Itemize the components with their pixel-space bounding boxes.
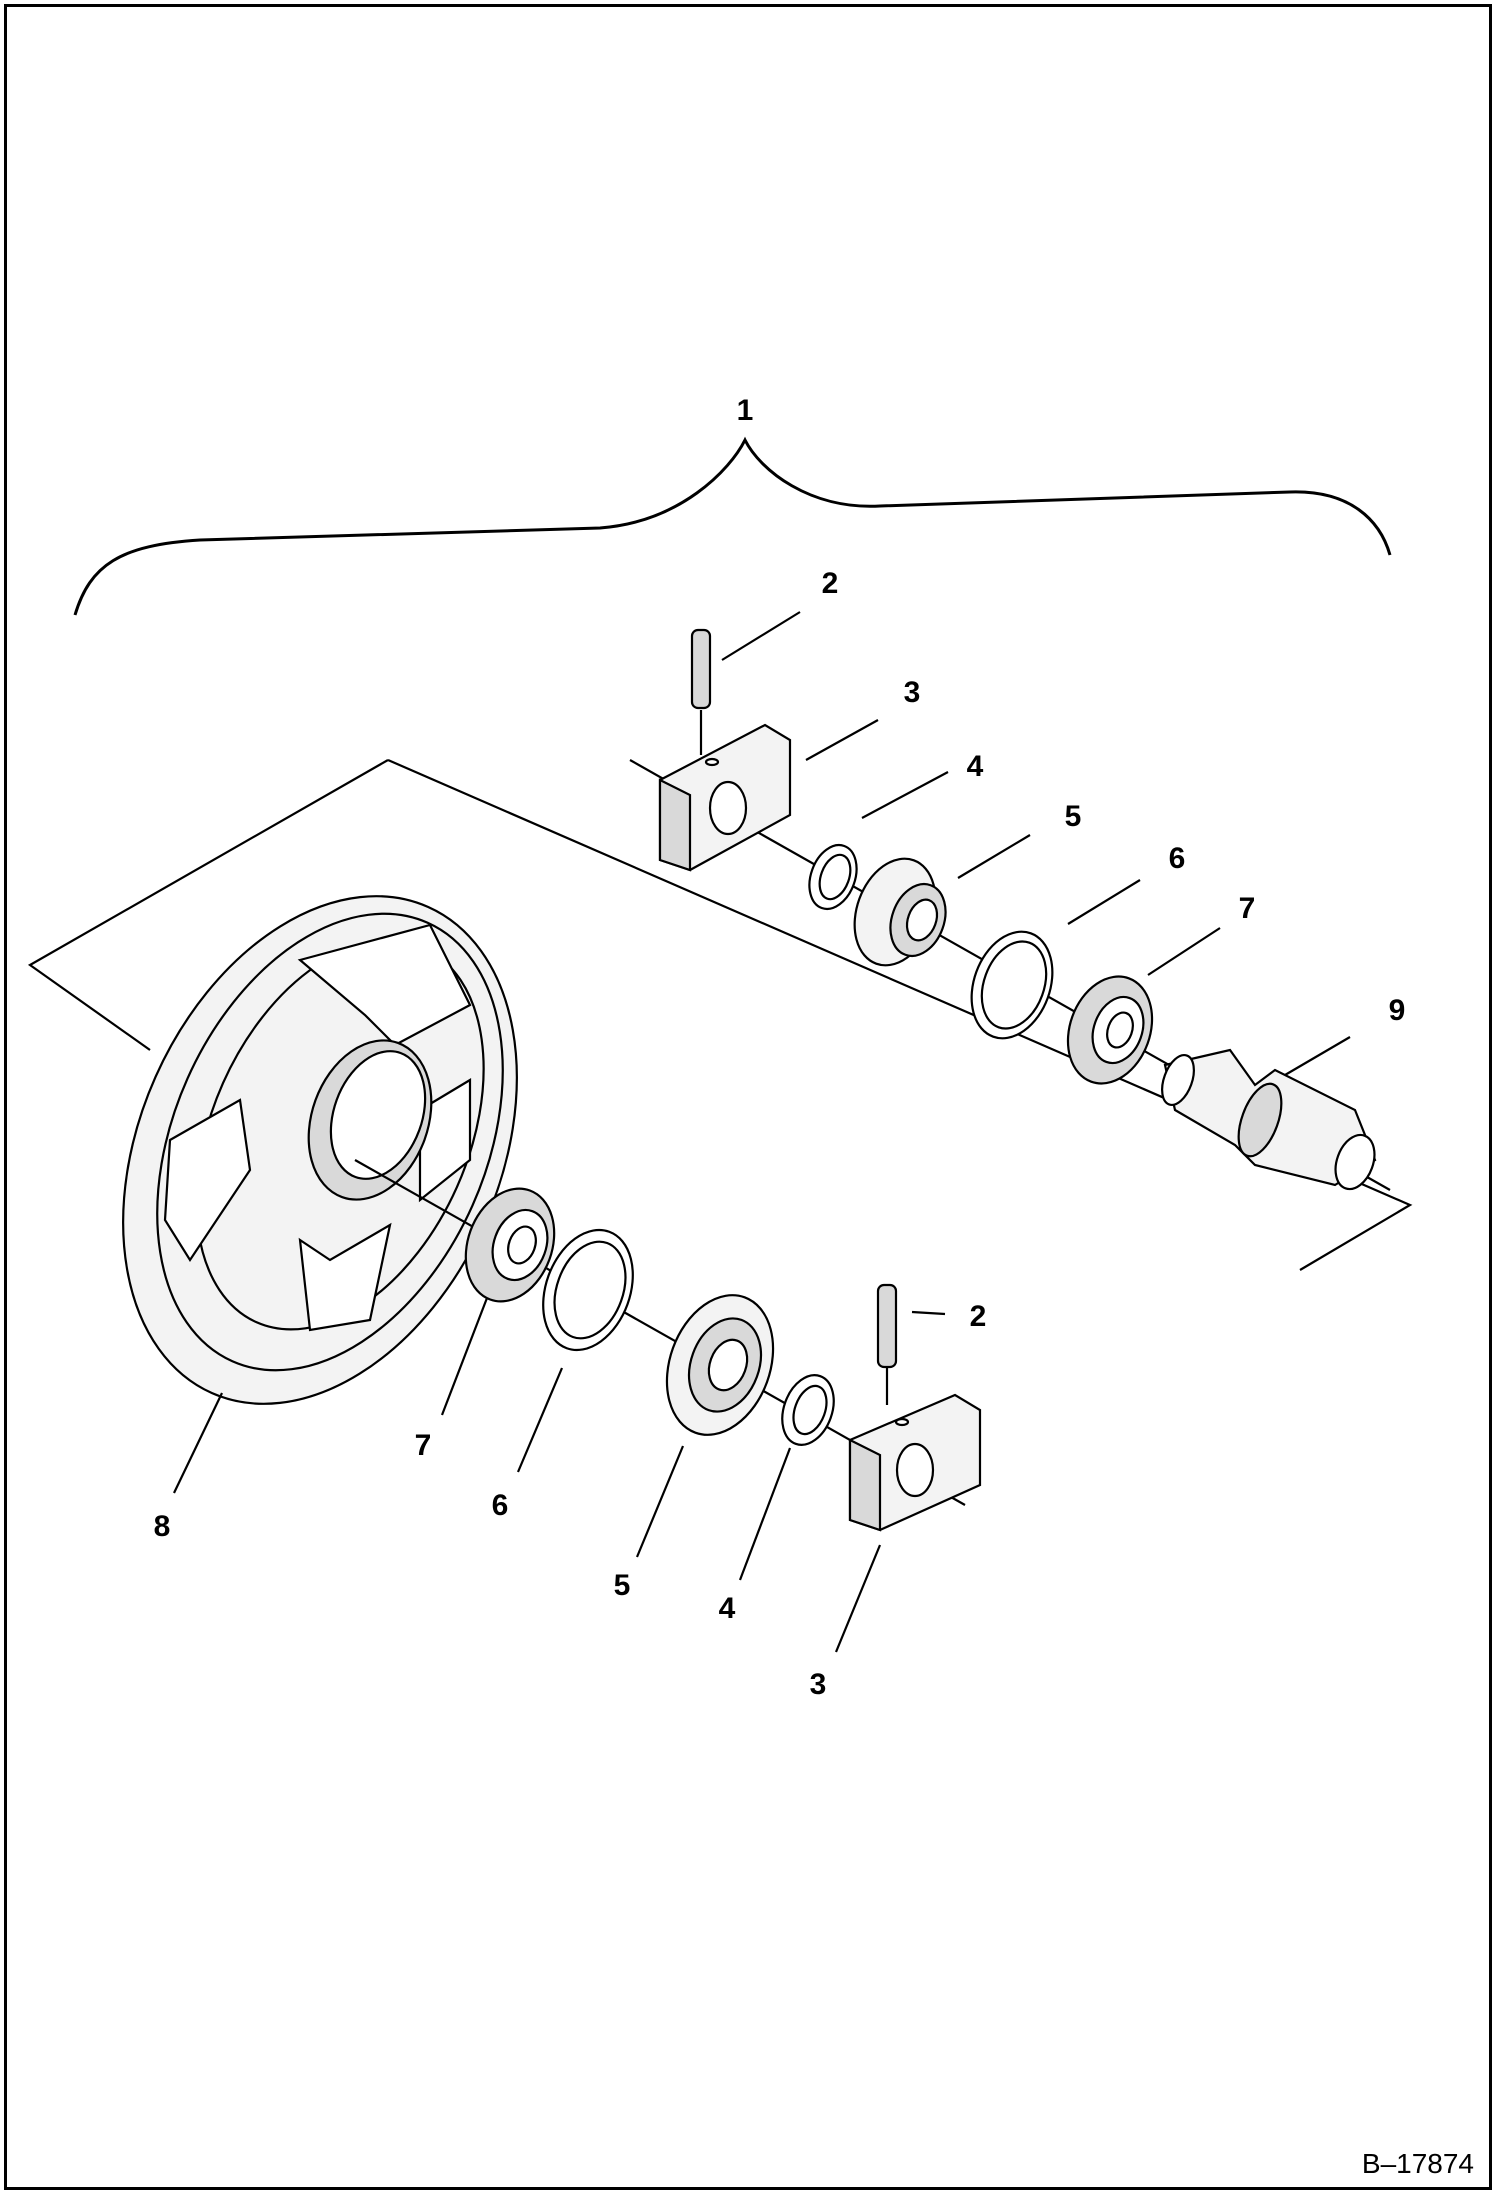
seal-collar-bottom bbox=[665, 1294, 775, 1436]
shaft-part bbox=[1161, 1048, 1377, 1191]
bearing-top bbox=[1066, 975, 1154, 1085]
snap-ring-top bbox=[970, 930, 1054, 1040]
callout-3-block-top: 3 bbox=[904, 676, 921, 709]
idler-wheel-part bbox=[122, 895, 518, 1405]
leader-lines bbox=[173, 611, 1351, 1653]
figure-id-label: B–17874 bbox=[1361, 2148, 1474, 2179]
callout-2-pin-top: 2 bbox=[822, 567, 839, 600]
roll-pin-top bbox=[690, 628, 712, 755]
bearing-bottom bbox=[464, 1187, 556, 1303]
callout-5-seal-bottom: 5 bbox=[614, 1569, 631, 1602]
callout-8-idler-wheel: 8 bbox=[154, 1510, 171, 1543]
callout-4-ring-bottom: 4 bbox=[719, 1592, 736, 1625]
mounting-block-bottom bbox=[848, 1393, 982, 1532]
assembly-plane-outline-left bbox=[27, 759, 389, 1051]
roll-pin-bottom bbox=[876, 1283, 898, 1405]
callout-9-shaft: 9 bbox=[1389, 994, 1406, 1027]
assembly-plane-outline bbox=[387, 758, 1413, 1271]
callout-1-assembly: 1 bbox=[737, 394, 754, 427]
mounting-block-top bbox=[658, 723, 792, 872]
callout-3-block-bottom: 3 bbox=[810, 1668, 827, 1701]
snap-ring-bottom bbox=[542, 1228, 634, 1352]
assembly-brace bbox=[73, 436, 1392, 616]
callout-4-ring-top: 4 bbox=[967, 750, 984, 783]
callout-6-snap-bottom: 6 bbox=[492, 1489, 509, 1522]
seal-collar-top bbox=[853, 857, 947, 967]
callout-7-bearing-bottom: 7 bbox=[415, 1429, 432, 1462]
callout-2-pin-bottom: 2 bbox=[970, 1300, 987, 1333]
retaining-ring-top bbox=[808, 843, 858, 911]
callout-5-seal-top: 5 bbox=[1065, 800, 1082, 833]
callout-7-bearing-top: 7 bbox=[1239, 892, 1256, 925]
callout-6-snap-top: 6 bbox=[1169, 842, 1186, 875]
retaining-ring-bottom bbox=[781, 1374, 835, 1446]
